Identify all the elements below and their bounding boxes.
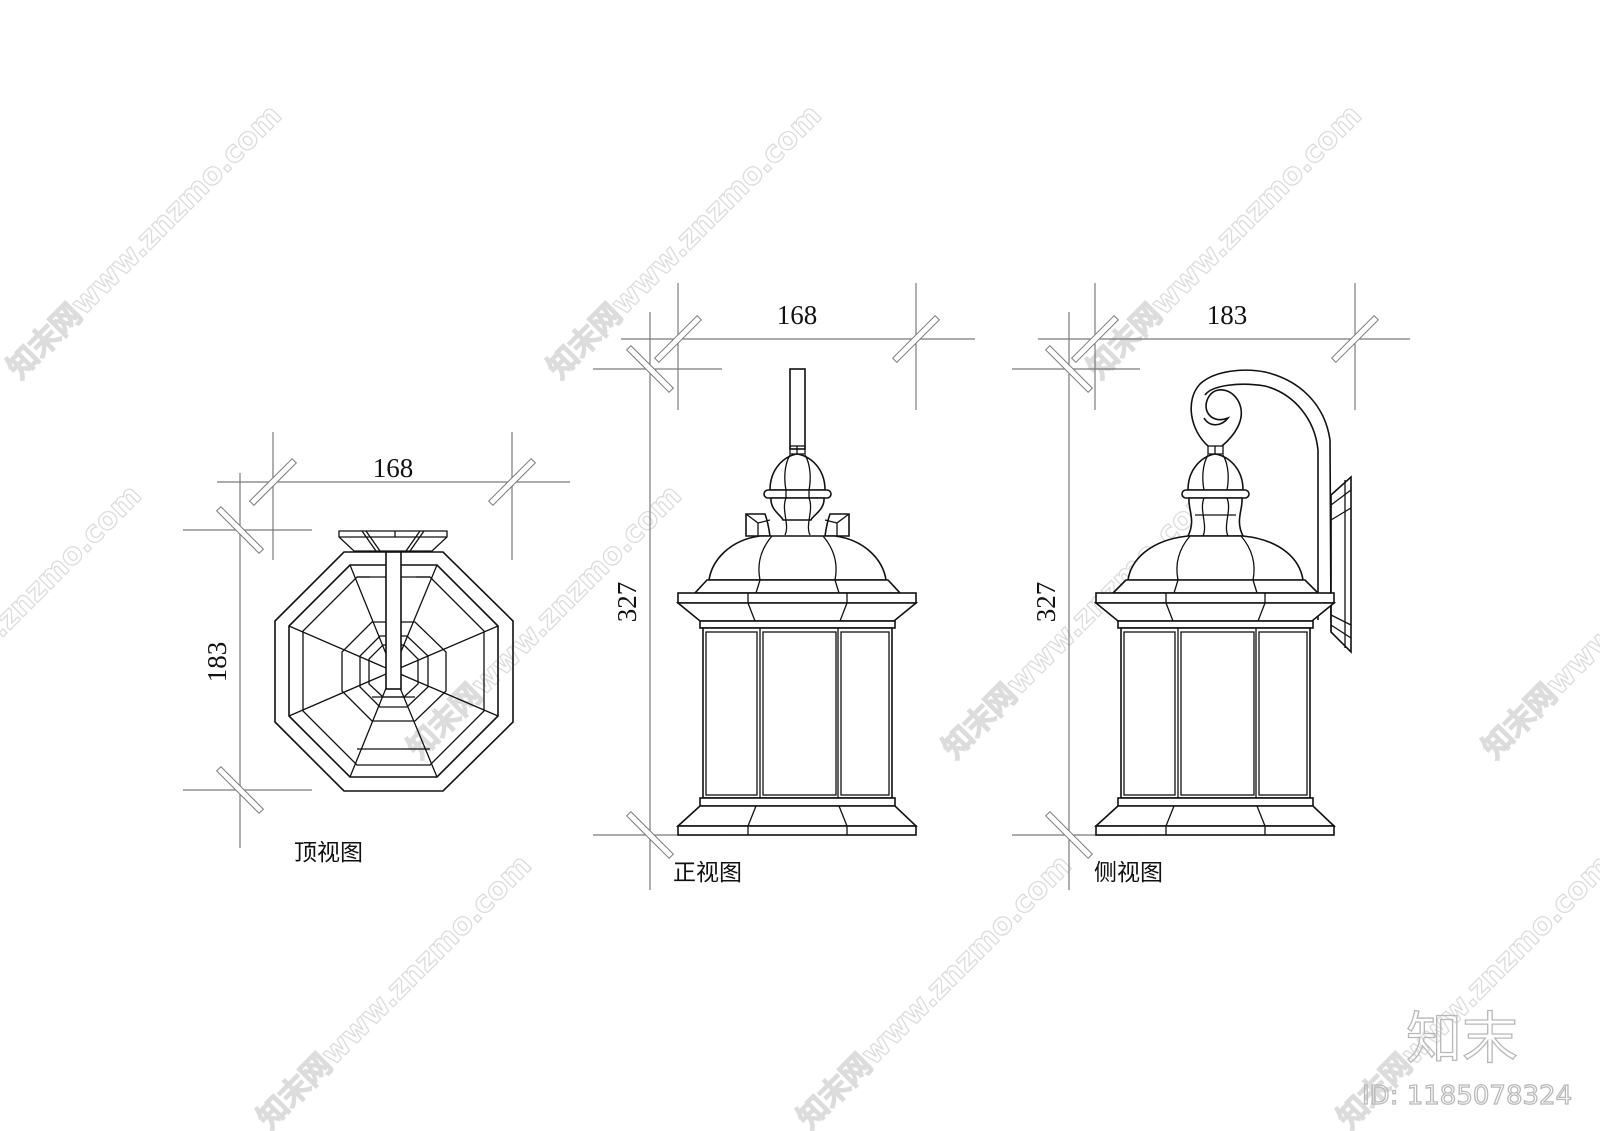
watermark-text: 知末网www.znzmo.com (0, 478, 149, 766)
front-view: 168 327 (593, 283, 975, 890)
watermark-text: 知末网www.znzmo.com (401, 478, 689, 766)
top-height-dimension: 183 (202, 642, 232, 683)
side-view-dimensions: 183 327 (1012, 283, 1410, 890)
side-view: 183 327 (1012, 283, 1410, 890)
side-view-label: 侧视图 (1094, 860, 1163, 886)
side-height-dimension: 327 (1031, 582, 1061, 623)
watermark-text: 知末网www.znzmo.com (251, 848, 539, 1131)
side-width-dimension: 183 (1207, 300, 1248, 330)
top-view: 168 183 顶视图 (183, 432, 570, 866)
top-view-dimensions: 168 183 (183, 432, 570, 848)
front-width-dimension: 168 (777, 300, 818, 330)
top-view-label: 顶视图 (294, 840, 363, 866)
watermark-text: 知末网www.znzmo.com (1081, 98, 1369, 386)
watermark-text: 知末网www.znzmo.com (1476, 478, 1600, 766)
top-width-dimension: 168 (373, 453, 414, 483)
brand-logo-text: 知末 (1406, 1007, 1518, 1072)
image-id-text: ID: 1185078324 (1362, 1081, 1572, 1111)
front-height-dimension: 327 (612, 582, 642, 623)
watermark-text: 知末网www.znzmo.com (541, 98, 829, 386)
watermark-text: 知末网www.znzmo.com (791, 848, 1079, 1131)
brand-watermark: 知末 ID: 1185078324 (1361, 1006, 1572, 1111)
front-view-dimensions: 168 327 (593, 283, 975, 890)
front-view-label: 正视图 (673, 860, 742, 886)
watermark-text: 知末网www.znzmo.com (1, 98, 289, 386)
